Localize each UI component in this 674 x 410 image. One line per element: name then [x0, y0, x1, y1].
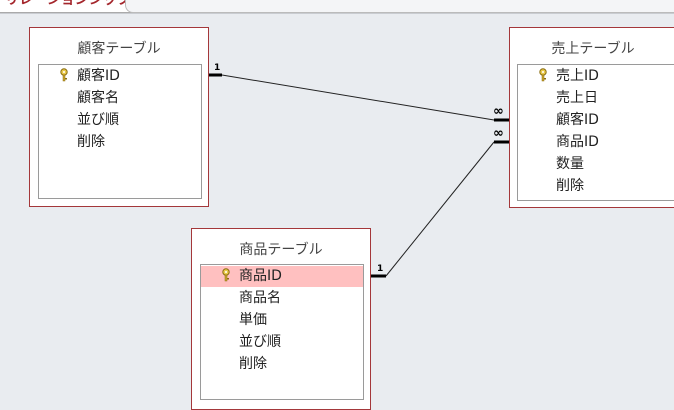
field-row[interactable]: 売上日	[518, 88, 674, 109]
relationship-customer-sales[interactable]	[208, 73, 509, 122]
many-label: ∞	[493, 104, 504, 119]
tab-strip	[125, 0, 674, 13]
table-title: 売上テーブル	[551, 41, 635, 57]
field-row[interactable]: 商品ID	[518, 132, 674, 153]
field-name: 売上ID	[556, 68, 599, 84]
document-tab-bar: リレーションシップ	[0, 0, 674, 14]
field-name: 商品名	[239, 290, 281, 306]
field-list[interactable]: 顧客ID 顧客名並び順削除	[38, 64, 202, 199]
field-name: 売上日	[556, 90, 598, 106]
field-name: 削除	[77, 134, 105, 150]
one-label: 1	[214, 63, 221, 73]
field-name: 単価	[239, 312, 267, 328]
field-name: 顧客名	[77, 90, 119, 106]
primary-key-icon	[539, 68, 547, 82]
field-name: 顧客ID	[556, 112, 599, 128]
tab-label: リレーションシップ	[5, 0, 131, 8]
field-row[interactable]: 売上ID	[518, 66, 674, 87]
table-title: 顧客テーブル	[77, 41, 161, 57]
table-sales[interactable]: 売上テーブル 売上ID 売上日顧客ID 商品ID 数量削除	[509, 27, 674, 208]
field-row[interactable]: 単価	[201, 310, 363, 331]
field-name: 削除	[239, 356, 267, 372]
field-list[interactable]: 商品ID 商品名単価並び順削除	[200, 264, 364, 400]
field-row[interactable]: 削除	[201, 354, 363, 375]
field-row[interactable]: 顧客ID	[518, 110, 674, 131]
primary-key-icon	[222, 268, 230, 282]
one-label: 1	[377, 264, 384, 274]
field-row[interactable]: 顧客ID	[39, 66, 201, 87]
field-row[interactable]: 削除	[518, 176, 674, 197]
field-name: 商品ID	[556, 134, 599, 150]
field-row[interactable]: 並び順	[201, 332, 363, 353]
field-row[interactable]: 商品ID	[201, 266, 363, 287]
field-list[interactable]: 売上ID 売上日顧客ID 商品ID 数量削除	[517, 64, 674, 201]
table-customer[interactable]: 顧客テーブル 顧客ID 顧客名並び順削除	[29, 27, 209, 207]
field-name: 並び順	[239, 334, 281, 350]
relationship-lines	[208, 73, 509, 278]
field-name: 並び順	[77, 112, 119, 128]
primary-key-icon	[60, 68, 68, 82]
field-name: 削除	[556, 178, 584, 194]
relationship-product-sales[interactable]	[370, 140, 509, 278]
field-row[interactable]: 数量	[518, 154, 674, 175]
table-title: 商品テーブル	[239, 242, 323, 258]
field-row[interactable]: 並び順	[39, 110, 201, 131]
many-label: ∞	[493, 126, 504, 141]
field-row[interactable]: 商品名	[201, 288, 363, 309]
field-row[interactable]: 顧客名	[39, 88, 201, 109]
field-row[interactable]: 削除	[39, 132, 201, 153]
field-name: 商品ID	[239, 268, 282, 284]
field-name: 顧客ID	[77, 68, 120, 84]
table-product[interactable]: 商品テーブル 商品ID 商品名単価並び順削除	[191, 228, 371, 410]
field-name: 数量	[556, 156, 584, 172]
